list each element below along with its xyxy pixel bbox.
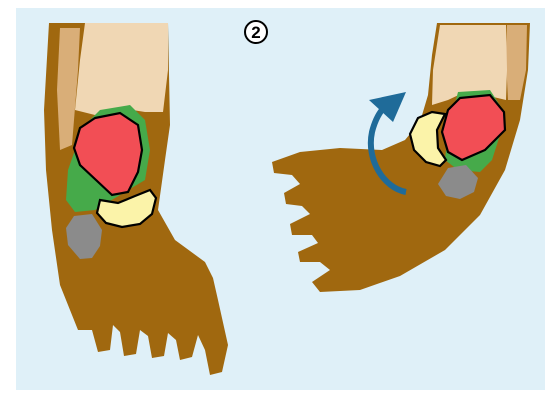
step-number-badge: 2	[244, 20, 268, 44]
left-foot	[44, 23, 228, 375]
left-tibia	[75, 23, 168, 115]
step-number: 2	[251, 24, 260, 41]
right-foot	[272, 23, 530, 292]
